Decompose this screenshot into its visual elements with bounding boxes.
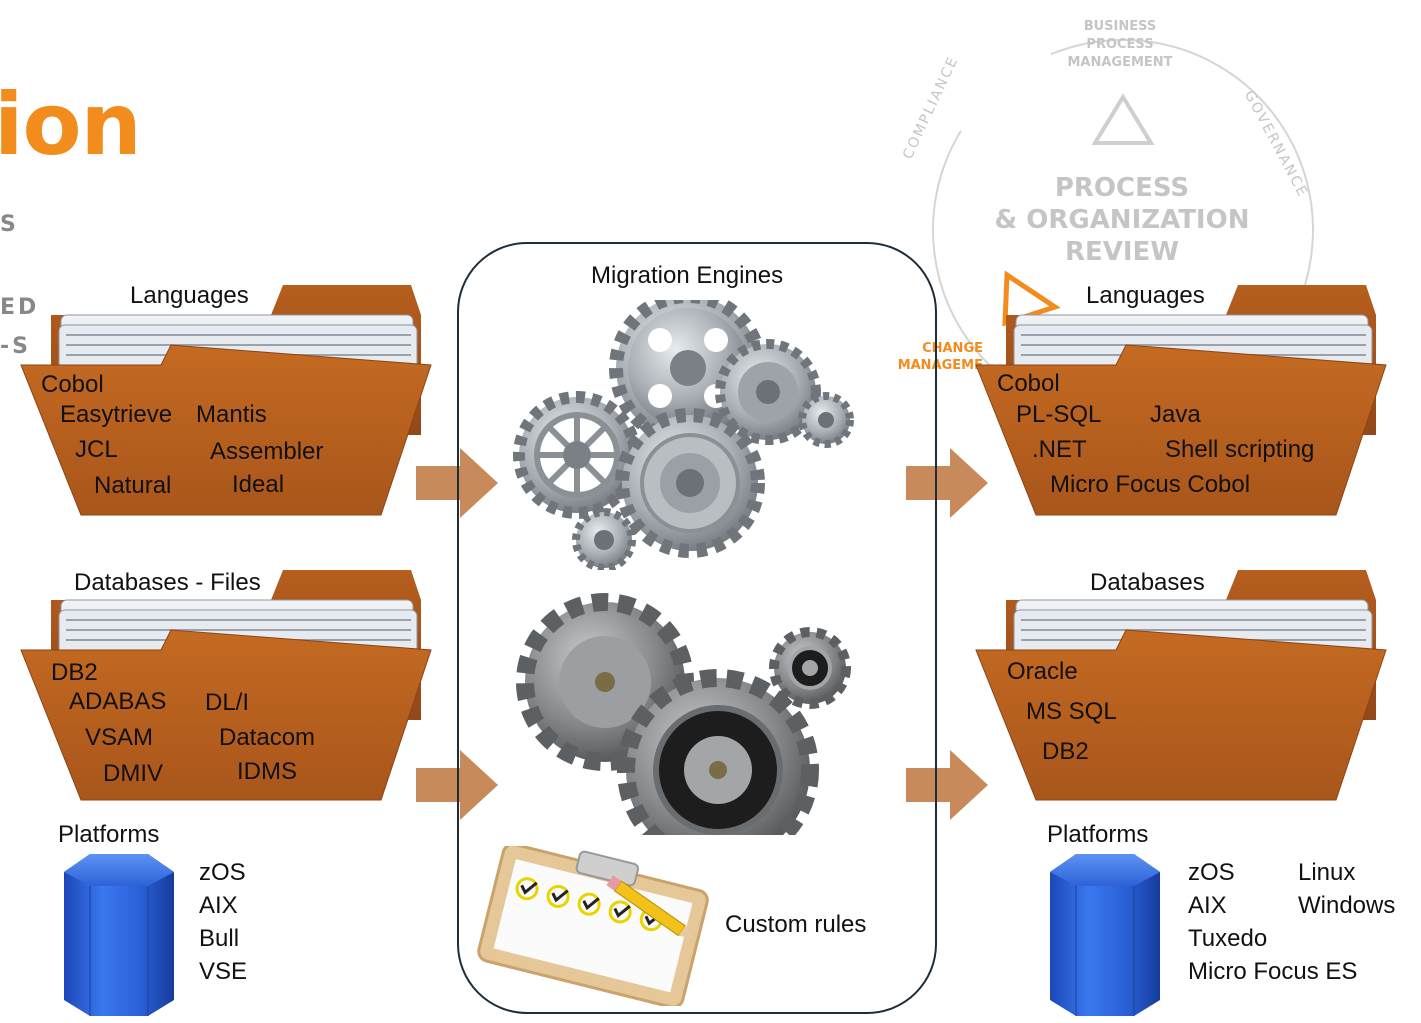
target-languages-title: Languages: [1086, 282, 1205, 309]
migration-engines-box: [457, 242, 937, 1014]
source-platform-item: zOS: [199, 859, 246, 886]
target-platforms-title: Platforms: [1047, 821, 1149, 848]
source-language-item: Cobol: [41, 371, 104, 398]
target-platform-list-right: Linux Windows: [1298, 856, 1395, 922]
label-line: CHANGE: [922, 341, 983, 356]
source-platforms-title: Platforms: [58, 821, 160, 848]
target-language-item: .NET: [1032, 436, 1087, 463]
label-line: MANAGEMENT: [1067, 55, 1173, 70]
checklist-icon: [477, 846, 709, 1006]
source-database-item: ADABAS: [69, 688, 167, 715]
gears-icon: [513, 300, 854, 570]
source-database-item: IDMS: [237, 758, 297, 785]
target-platform-item: Windows: [1298, 892, 1396, 919]
label-line: & ORGANIZATION: [994, 205, 1250, 235]
target-database-item: MS SQL: [1026, 698, 1117, 725]
cylinder-icon: [1050, 854, 1160, 1016]
source-database-item: VSAM: [85, 724, 154, 751]
folder-icon: [975, 569, 1387, 801]
source-database-item: DB2: [51, 659, 98, 686]
source-language-item: Easytrieve: [60, 401, 173, 428]
source-language-item: Assembler: [210, 438, 324, 465]
target-database-item: Oracle: [1007, 658, 1078, 685]
subtitle-fragment: S: [0, 212, 19, 237]
label-line: MANAGEME: [897, 358, 983, 373]
page-title-fragment: ion: [0, 75, 142, 175]
label-line: REVIEW: [1064, 237, 1180, 267]
migration-engines-title: Migration Engines: [591, 262, 784, 289]
source-language-item: Ideal: [232, 471, 285, 498]
cylinder-icon: [64, 854, 174, 1016]
target-language-item: Micro Focus Cobol: [1050, 471, 1251, 498]
source-databases-title: Databases - Files: [74, 569, 261, 596]
target-language-item: PL-SQL: [1016, 401, 1102, 428]
target-databases-title: Databases: [1090, 569, 1205, 596]
subtitle-fragment: ED: [0, 295, 40, 320]
label-line: BUSINESS: [1083, 19, 1157, 34]
arrow-right-icon: [906, 448, 988, 518]
target-database-item: DB2: [1042, 738, 1089, 765]
triangle-icon: [1091, 93, 1155, 145]
target-language-item: Shell scripting: [1165, 436, 1315, 463]
source-platform-item: Bull: [199, 925, 240, 952]
arrow-right-icon: [906, 750, 988, 820]
target-platform-item: Tuxedo: [1188, 925, 1268, 952]
process-circle-center: PROCESS & ORGANIZATION REVIEW: [990, 172, 1254, 268]
target-platform-list: zOS AIX Tuxedo Micro Focus ES: [1188, 856, 1357, 988]
target-platform-item: Linux: [1298, 859, 1356, 886]
source-language-item: JCL: [75, 436, 118, 463]
source-platform-list: zOS AIX Bull VSE: [199, 856, 247, 988]
source-platform-item: AIX: [199, 892, 238, 919]
gears-icon: [516, 593, 851, 835]
process-circle-top-label: BUSINESS PROCESS MANAGEMENT: [1060, 18, 1180, 72]
target-language-item: Cobol: [997, 370, 1060, 397]
target-language-item: Java: [1150, 401, 1201, 428]
source-database-item: DMIV: [103, 760, 163, 787]
subtitle-fragment: -S: [0, 334, 31, 359]
change-management-label: CHANGE MANAGEME: [885, 340, 983, 374]
custom-rules-label: Custom rules: [725, 911, 867, 938]
target-platform-item: Micro Focus ES: [1188, 958, 1358, 985]
target-platform-item: zOS: [1188, 859, 1235, 886]
source-database-item: Datacom: [219, 724, 316, 751]
source-platform-item: VSE: [199, 958, 248, 985]
target-platform-item: AIX: [1188, 892, 1227, 919]
label-line: PROCESS: [1086, 37, 1154, 52]
label-line: PROCESS: [1054, 173, 1190, 203]
source-database-item: DL/I: [205, 689, 250, 716]
source-language-item: Natural: [94, 472, 172, 499]
source-language-item: Mantis: [196, 401, 267, 428]
source-languages-title: Languages: [130, 282, 249, 309]
